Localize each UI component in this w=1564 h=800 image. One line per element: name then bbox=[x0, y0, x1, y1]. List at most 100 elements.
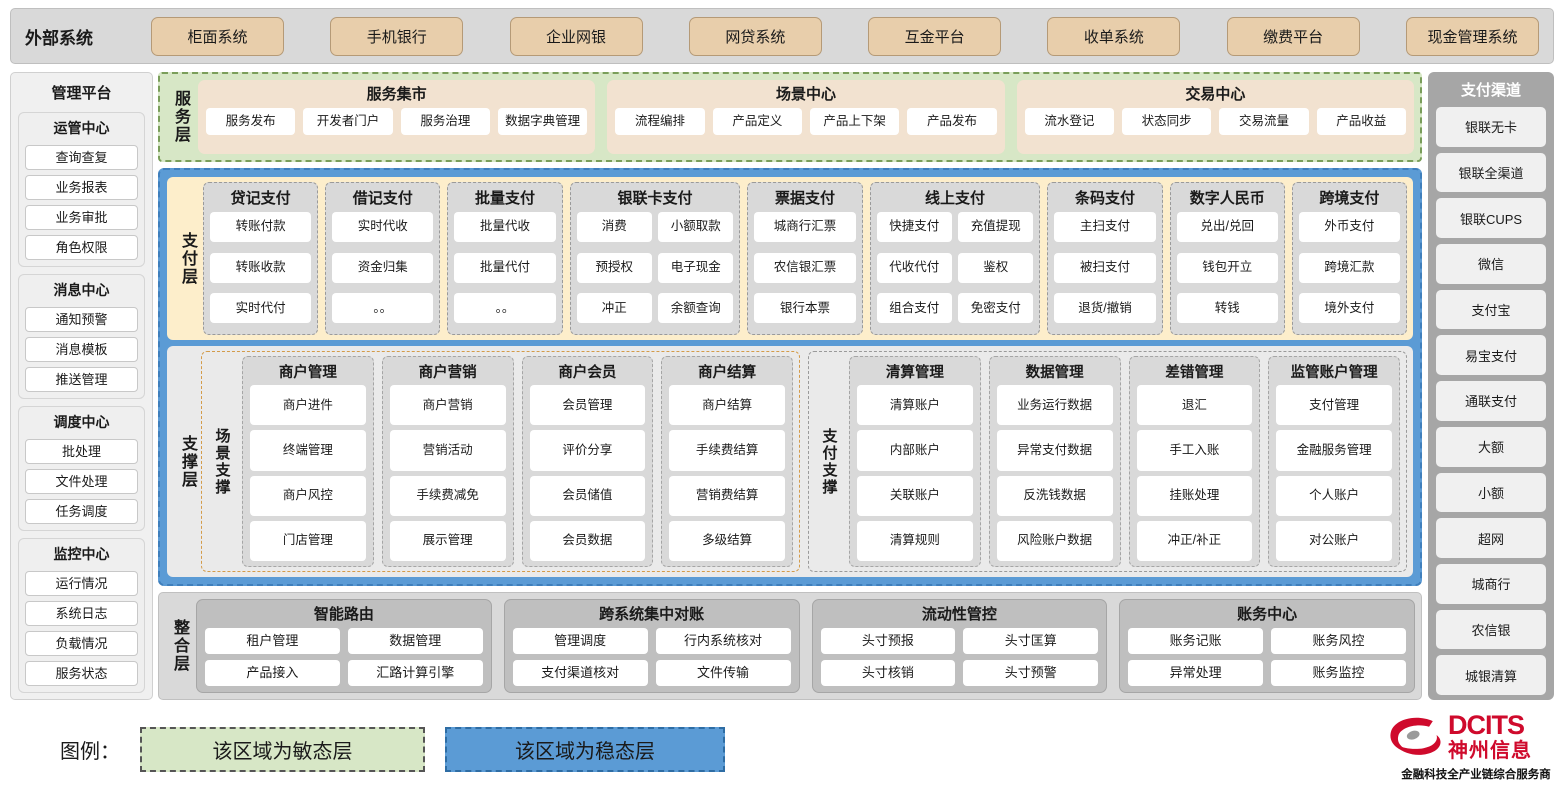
external-system-chip[interactable]: 互金平台 bbox=[868, 16, 1002, 56]
payment-item[interactable]: 快捷支付 bbox=[876, 212, 953, 242]
payment-item[interactable]: 。。 bbox=[454, 293, 556, 324]
payment-channel-item[interactable]: 支付宝 bbox=[1436, 289, 1546, 330]
payment-item[interactable]: 。。 bbox=[332, 293, 434, 324]
service-item[interactable]: 流程编排 bbox=[615, 108, 705, 135]
management-item[interactable]: 业务审批 bbox=[25, 205, 138, 230]
payment-item[interactable]: 小额取款 bbox=[657, 212, 734, 242]
payment-channel-item[interactable]: 银联无卡 bbox=[1436, 107, 1546, 147]
payment-support-item[interactable]: 清算规则 bbox=[857, 520, 973, 561]
integration-item[interactable]: 汇路计算引擎 bbox=[347, 660, 483, 686]
payment-item[interactable]: 转钱 bbox=[1176, 293, 1278, 324]
external-system-chip[interactable]: 现金管理系统 bbox=[1405, 16, 1539, 56]
payment-item[interactable]: 预授权 bbox=[576, 252, 652, 283]
integration-item[interactable]: 账务监控 bbox=[1271, 660, 1406, 686]
integration-item[interactable]: 支付渠道核对 bbox=[512, 660, 648, 686]
management-item[interactable]: 查询查复 bbox=[25, 145, 138, 170]
service-item[interactable]: 交易流量 bbox=[1219, 108, 1309, 135]
external-system-chip[interactable]: 企业网银 bbox=[509, 16, 643, 56]
payment-item[interactable]: 农信银汇票 bbox=[754, 252, 856, 283]
payment-channel-item[interactable]: 农信银 bbox=[1436, 609, 1546, 650]
payment-item[interactable]: 余额查询 bbox=[657, 293, 734, 324]
payment-support-item[interactable]: 关联账户 bbox=[857, 475, 973, 516]
payment-channel-item[interactable]: 易宝支付 bbox=[1436, 335, 1546, 376]
service-item[interactable]: 服务发布 bbox=[206, 108, 296, 135]
management-item[interactable]: 任务调度 bbox=[25, 499, 138, 524]
payment-item[interactable]: 代收代付 bbox=[876, 252, 953, 283]
payment-support-item[interactable]: 反洗钱数据 bbox=[996, 475, 1113, 516]
management-item[interactable]: 负载情况 bbox=[25, 631, 138, 656]
integration-item[interactable]: 头寸匡算 bbox=[963, 628, 1099, 654]
payment-channel-item[interactable]: 城商行 bbox=[1436, 563, 1546, 604]
payment-item[interactable]: 充值提现 bbox=[958, 212, 1034, 242]
scene-support-item[interactable]: 会员储值 bbox=[529, 475, 646, 516]
payment-channel-item[interactable]: 微信 bbox=[1436, 244, 1546, 284]
payment-support-item[interactable]: 业务运行数据 bbox=[996, 385, 1113, 426]
management-item[interactable]: 角色权限 bbox=[25, 235, 138, 260]
payment-support-item[interactable]: 风险账户数据 bbox=[996, 520, 1113, 561]
external-system-chip[interactable]: 网贷系统 bbox=[688, 16, 822, 56]
management-item[interactable]: 通知预警 bbox=[25, 307, 138, 332]
payment-item[interactable]: 境外支付 bbox=[1298, 293, 1400, 324]
management-item[interactable]: 推送管理 bbox=[25, 367, 138, 392]
payment-item[interactable]: 被扫支付 bbox=[1054, 252, 1156, 283]
scene-support-item[interactable]: 营销费结算 bbox=[669, 475, 785, 516]
payment-item[interactable]: 电子现金 bbox=[657, 252, 734, 283]
payment-item[interactable]: 免密支付 bbox=[958, 293, 1034, 324]
scene-support-item[interactable]: 展示管理 bbox=[389, 520, 506, 561]
payment-item[interactable]: 银行本票 bbox=[754, 293, 856, 324]
payment-item[interactable]: 退货/撤销 bbox=[1054, 293, 1156, 324]
integration-item[interactable]: 产品接入 bbox=[205, 660, 340, 686]
payment-channel-item[interactable]: 大额 bbox=[1436, 426, 1546, 467]
scene-support-item[interactable]: 商户结算 bbox=[669, 385, 785, 426]
integration-item[interactable]: 异常处理 bbox=[1128, 660, 1264, 686]
payment-item[interactable]: 主扫支付 bbox=[1054, 212, 1156, 242]
integration-item[interactable]: 行内系统核对 bbox=[655, 628, 791, 654]
management-item[interactable]: 文件处理 bbox=[25, 469, 138, 494]
payment-item[interactable]: 鉴权 bbox=[958, 252, 1034, 283]
integration-item[interactable]: 头寸预报 bbox=[820, 628, 956, 654]
scene-support-item[interactable]: 商户风控 bbox=[250, 475, 366, 516]
payment-item[interactable]: 消费 bbox=[576, 212, 652, 242]
service-item[interactable]: 服务治理 bbox=[400, 108, 490, 135]
external-system-chip[interactable]: 缴费平台 bbox=[1226, 16, 1360, 56]
payment-support-item[interactable]: 内部账户 bbox=[857, 430, 973, 471]
payment-channel-item[interactable]: 银联全渠道 bbox=[1436, 152, 1546, 193]
payment-support-item[interactable]: 清算账户 bbox=[857, 385, 973, 426]
scene-support-item[interactable]: 评价分享 bbox=[529, 430, 646, 471]
payment-item[interactable]: 转账付款 bbox=[210, 212, 312, 242]
payment-item[interactable]: 实时代收 bbox=[332, 212, 434, 242]
payment-support-item[interactable]: 支付管理 bbox=[1276, 385, 1392, 426]
management-item[interactable]: 服务状态 bbox=[25, 661, 138, 686]
scene-support-item[interactable]: 商户进件 bbox=[250, 385, 366, 426]
management-item[interactable]: 系统日志 bbox=[25, 601, 138, 626]
external-system-chip[interactable]: 柜面系统 bbox=[151, 16, 284, 56]
payment-support-item[interactable]: 手工入账 bbox=[1136, 430, 1253, 471]
external-system-chip[interactable]: 手机银行 bbox=[330, 16, 464, 56]
payment-item[interactable]: 实时代付 bbox=[210, 293, 312, 324]
payment-channel-item[interactable]: 城银清算 bbox=[1436, 655, 1546, 695]
integration-item[interactable]: 头寸预警 bbox=[963, 660, 1099, 686]
scene-support-item[interactable]: 终端管理 bbox=[250, 430, 366, 471]
payment-item[interactable]: 钱包开立 bbox=[1176, 252, 1278, 283]
integration-item[interactable]: 租户管理 bbox=[205, 628, 340, 654]
service-item[interactable]: 产品收益 bbox=[1316, 108, 1406, 135]
payment-item[interactable]: 外币支付 bbox=[1298, 212, 1400, 242]
payment-support-item[interactable]: 个人账户 bbox=[1276, 475, 1392, 516]
payment-support-item[interactable]: 冲正/补正 bbox=[1136, 520, 1253, 561]
payment-support-item[interactable]: 退汇 bbox=[1136, 385, 1253, 426]
integration-item[interactable]: 文件传输 bbox=[655, 660, 791, 686]
payment-support-item[interactable]: 金融服务管理 bbox=[1276, 430, 1392, 471]
payment-channel-item[interactable]: 通联支付 bbox=[1436, 381, 1546, 421]
scene-support-item[interactable]: 商户营销 bbox=[389, 385, 506, 426]
scene-support-item[interactable]: 会员数据 bbox=[529, 520, 646, 561]
payment-item[interactable]: 批量代付 bbox=[454, 252, 556, 283]
payment-support-item[interactable]: 挂账处理 bbox=[1136, 475, 1253, 516]
payment-item[interactable]: 批量代收 bbox=[454, 212, 556, 242]
integration-item[interactable]: 数据管理 bbox=[347, 628, 483, 654]
service-item[interactable]: 流水登记 bbox=[1024, 108, 1114, 135]
payment-item[interactable]: 组合支付 bbox=[876, 293, 953, 324]
payment-channel-item[interactable]: 小额 bbox=[1436, 472, 1546, 513]
integration-item[interactable]: 管理调度 bbox=[512, 628, 648, 654]
service-item[interactable]: 状态同步 bbox=[1121, 108, 1212, 135]
payment-item[interactable]: 跨境汇款 bbox=[1298, 252, 1400, 283]
